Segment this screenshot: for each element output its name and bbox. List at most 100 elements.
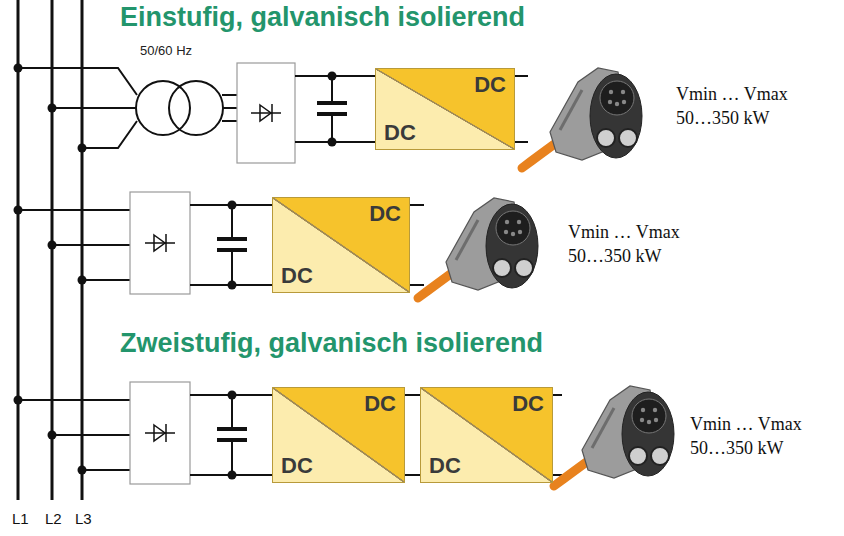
socket-pin [608,100,612,104]
ac-socket [600,81,634,115]
socket-pin [517,220,521,224]
diode-symbol [154,235,165,251]
socket-pin [504,230,508,234]
socket-pin [654,418,658,422]
transformer-winding [136,81,190,135]
converter-label: DC [281,454,396,478]
phase-label: L1 [12,510,29,527]
dcdc-converter: DC DC [375,68,515,150]
dc-pin [597,129,615,147]
capacitor-symbol [231,205,233,239]
phase-wire [222,94,237,96]
socket-pin [641,408,645,412]
phase-wire [18,209,130,211]
capacitor-symbol [217,427,247,431]
socket-pin [640,418,644,422]
diode-symbol [271,104,273,122]
ac-socket [632,399,666,433]
ccs-plug [418,198,538,298]
socket-pin [511,232,515,236]
dc-rail [515,141,528,143]
capacitor-symbol [217,237,247,241]
capacitor-symbol [317,101,347,105]
socket-pin [505,220,509,224]
phase-wire [52,107,137,109]
converter-label: DC [429,454,544,478]
dc-rail [553,394,562,396]
diode-symbol [251,112,281,114]
ccs-plug [554,386,674,486]
voltage-range: Vmin … Vmax [676,84,788,105]
socket-pin [615,102,619,106]
phase-wire [222,107,237,109]
power-range: 50…350 kW [676,108,770,129]
socket-pin [647,420,651,424]
dc-pin [629,447,647,465]
phase-wire [18,399,130,401]
capacitor-symbol [231,395,233,429]
section-heading: Einstufig, galvanisch isolierend [120,2,525,33]
phase-label: L2 [45,510,62,527]
plug-face [622,392,674,476]
dc-rail [515,75,528,77]
phase-wire [222,120,237,122]
ac-socket [496,211,530,245]
transformer-winding [169,81,223,135]
socket-pin [622,100,626,104]
plug-face [486,204,538,288]
plug-grip [456,220,478,260]
diode-symbol [145,432,175,434]
phase-wire [52,434,130,436]
capacitor-symbol [231,250,233,285]
dc-rail [410,284,424,286]
dc-pin [651,447,669,465]
plug-face [590,74,642,158]
voltage-range: Vmin … Vmax [568,222,680,243]
voltage-range: Vmin … Vmax [690,414,802,435]
rectifier-box [130,382,190,484]
socket-pin [621,90,625,94]
socket-pin [653,408,657,412]
phase-wire [82,121,137,148]
dcdc-converter: DC DC [420,387,553,483]
converter-label: DC [384,121,506,145]
junction-dot [228,471,237,480]
dc-pin [515,259,533,277]
section-heading: Zweistufig, galvanisch isolierend [120,328,543,359]
converter-link [405,395,420,475]
diode-symbol [145,242,175,244]
junction-dot [228,281,237,290]
converter-label: DC [281,202,401,226]
busbar [51,0,54,500]
plug-grip [592,408,614,448]
phase-wire [82,469,130,471]
rectifier-box [130,192,190,294]
diode-symbol [154,425,165,441]
power-range: 50…350 kW [690,438,784,459]
converter-label: DC [281,392,396,416]
power-range: 50…350 kW [568,246,662,267]
converter-label: DC [384,73,506,97]
dc-pin [493,259,511,277]
dc-pin [619,129,637,147]
ccs-plug [522,68,642,168]
dcdc-converter: DC DC [272,387,405,483]
rectifier-box [237,63,295,163]
phase-wire [52,244,130,246]
diode-symbol [165,234,167,252]
phase-wire [18,68,137,95]
busbar [81,0,84,500]
phase-label: L3 [75,510,92,527]
frequency-label: 50/60 Hz [140,44,192,59]
plug-grip [560,90,582,130]
socket-pin [518,230,522,234]
capacitor-symbol [231,440,233,475]
dcdc-converter: DC DC [272,197,410,293]
socket-pin [609,90,613,94]
junction-dot [328,138,337,147]
converter-label: DC [429,392,544,416]
phase-wire [82,279,130,281]
dc-rail [410,204,424,206]
converter-label: DC [281,264,401,288]
